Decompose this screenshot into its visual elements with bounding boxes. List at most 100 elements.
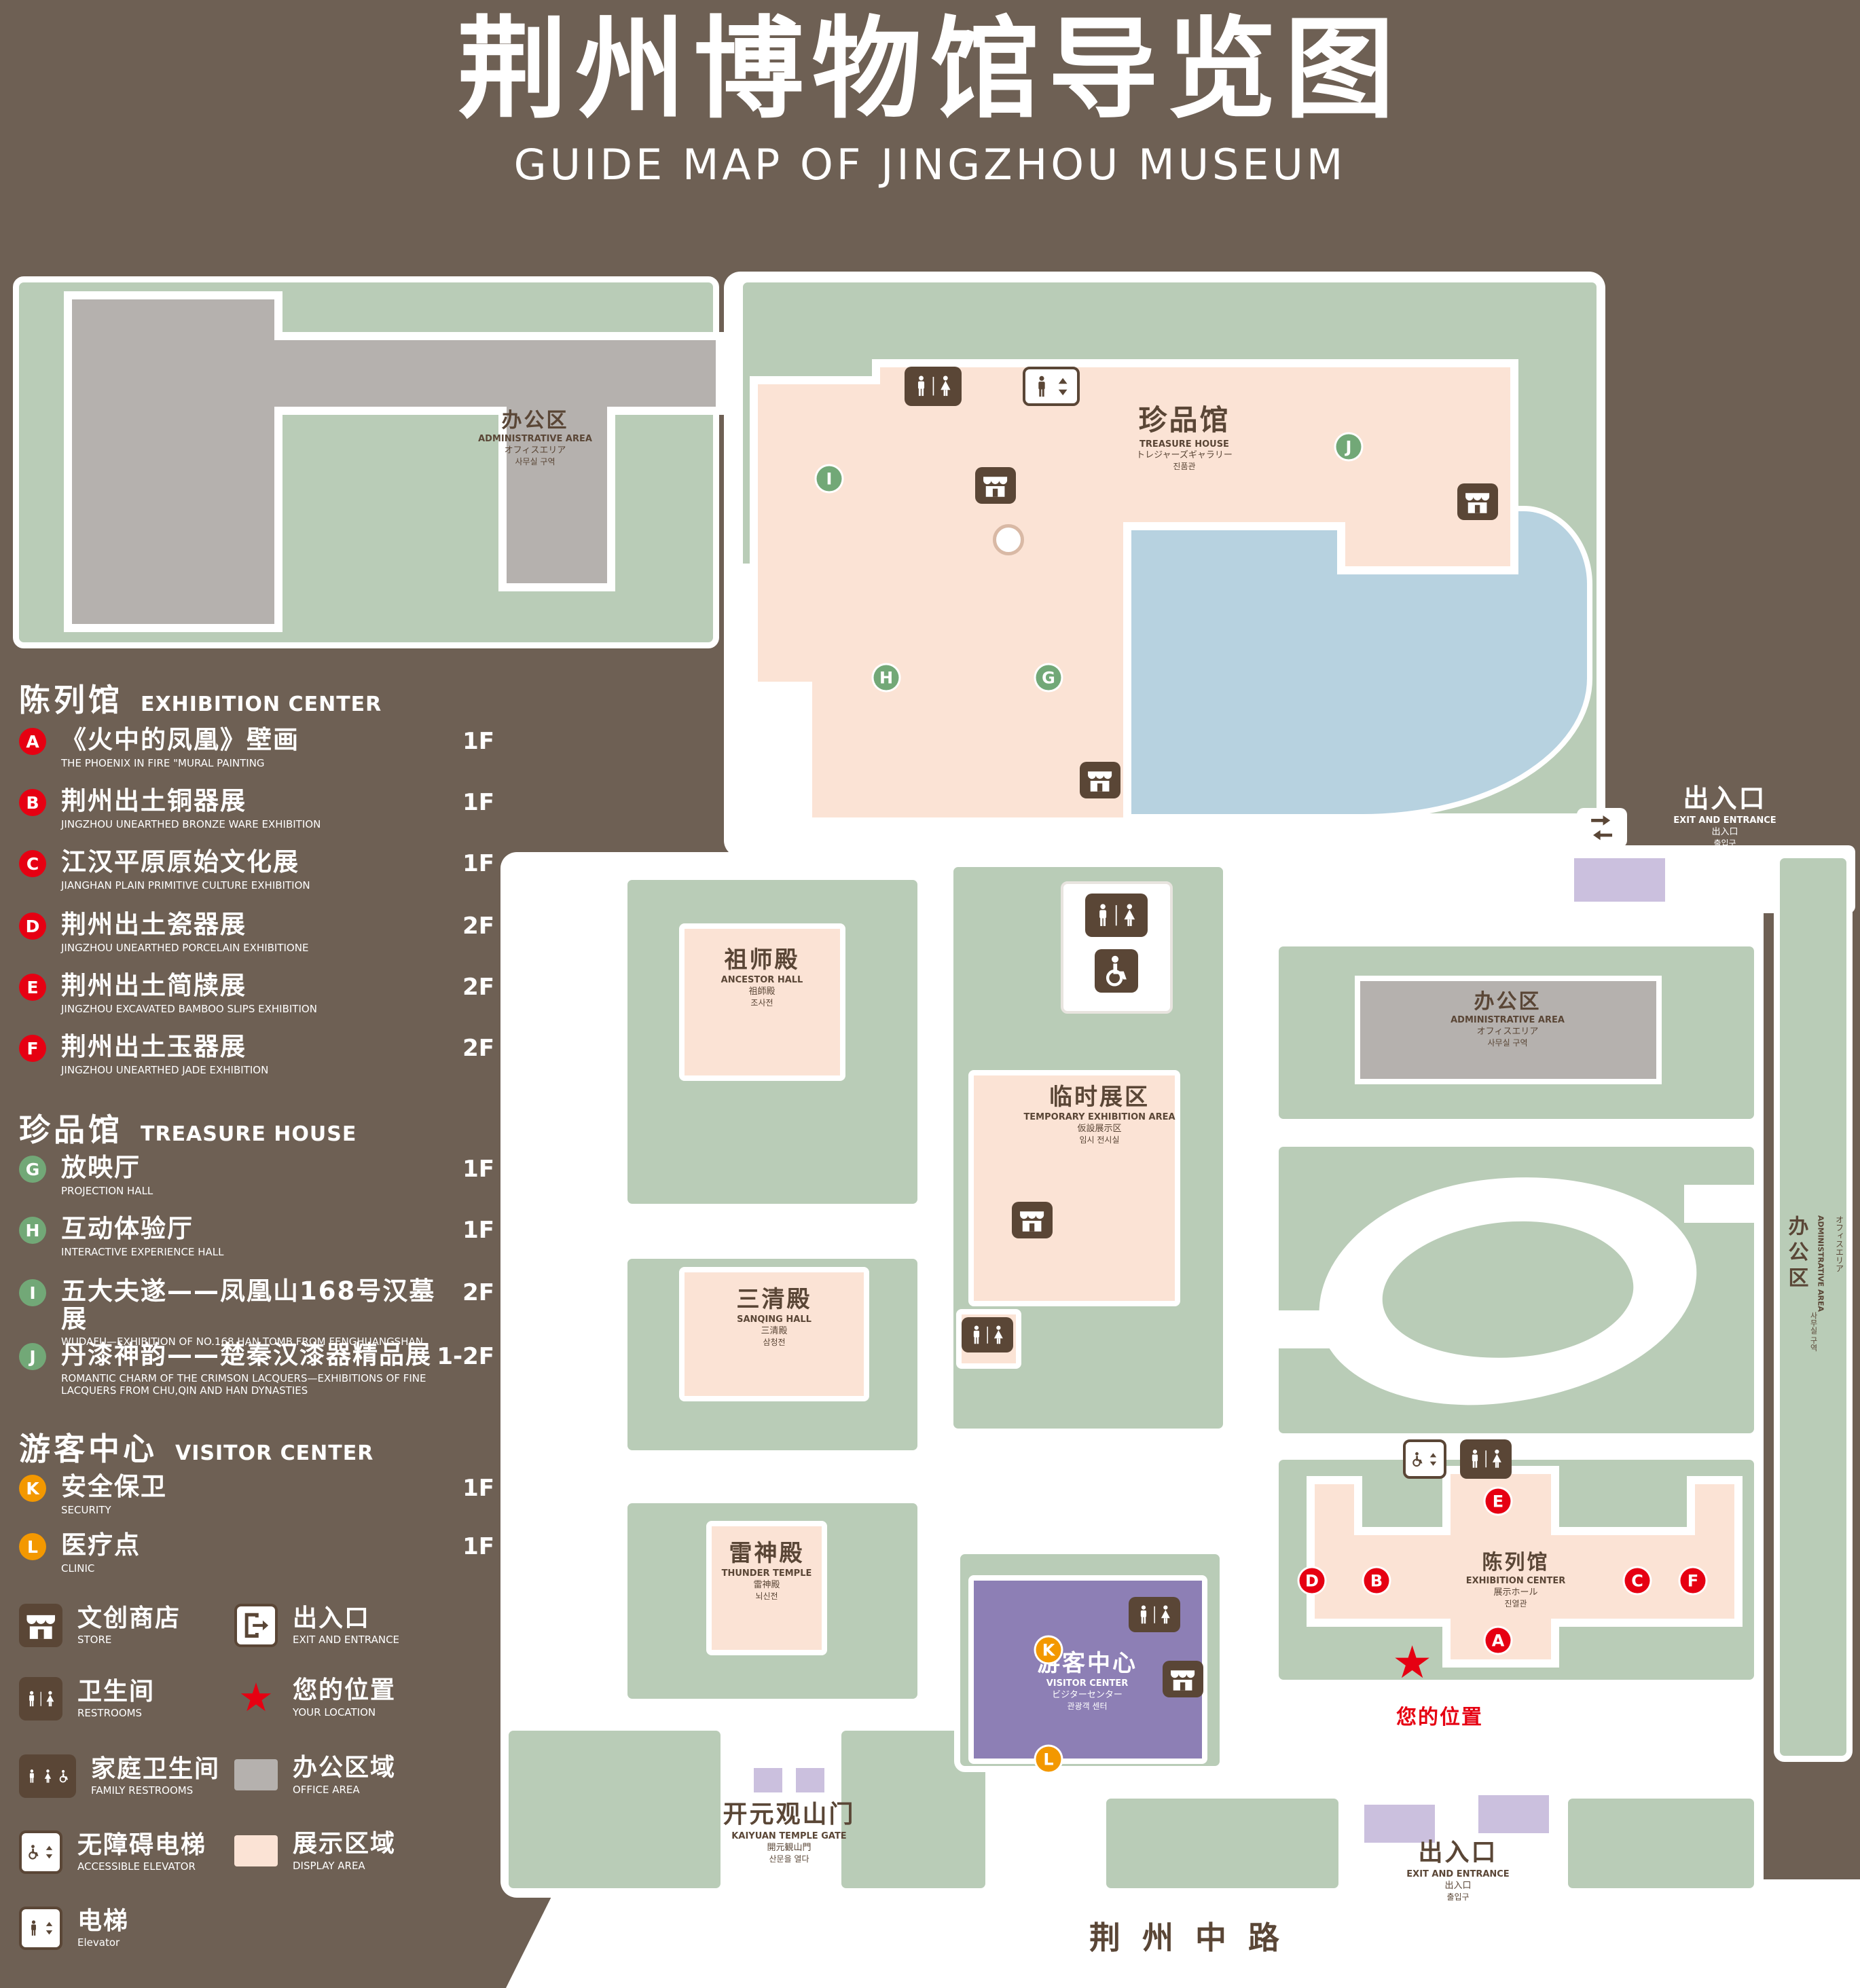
garden-path-stub-east — [1684, 1185, 1760, 1223]
display-area-swatch — [234, 1835, 278, 1867]
store-icon — [975, 467, 1016, 504]
marker-E: E — [1485, 1488, 1511, 1514]
legend-dot-C: C — [19, 850, 46, 877]
store-icon — [1012, 1202, 1053, 1238]
store-icon — [1163, 1661, 1203, 1697]
legend-dot-F: F — [19, 1035, 46, 1062]
building-admin-mid — [1355, 976, 1662, 1084]
store-icon — [1080, 762, 1120, 798]
marker-C: C — [1624, 1568, 1650, 1594]
legend-dot-J: J — [19, 1343, 46, 1370]
building-treasure-house — [750, 359, 1518, 826]
restrooms-icon — [1129, 1597, 1180, 1632]
your-location-label: 您的位置 — [1396, 1706, 1483, 1729]
building-ancestor-hall — [679, 923, 845, 1081]
accessible-elevator-icon — [1403, 1439, 1446, 1479]
gate-pavilion-west — [750, 1764, 786, 1797]
legend-dot-B: B — [19, 789, 46, 816]
building-exhibition-center — [1307, 1466, 1743, 1668]
family-restroom-icon — [1095, 949, 1138, 993]
marker-D: D — [1299, 1568, 1325, 1594]
marker-K: K — [1036, 1637, 1061, 1663]
building-temporary-exhibition — [968, 1070, 1180, 1306]
page-title: 荆州博物馆导览图 — [457, 6, 1403, 134]
legend-dot-I: I — [19, 1279, 46, 1306]
your-location-star-icon: ★ — [1392, 1636, 1433, 1689]
elevator-icon — [1023, 367, 1080, 406]
accessible-elevator-icon — [19, 1830, 62, 1874]
exit-arrows-icon — [1577, 808, 1627, 847]
office-area-swatch — [234, 1759, 278, 1791]
legend-dot-E: E — [19, 974, 46, 1001]
restrooms-icon — [962, 1317, 1013, 1352]
marker-F: F — [1680, 1568, 1706, 1594]
area-admin-east-strip — [1774, 852, 1853, 1762]
restrooms-icon — [905, 367, 962, 406]
garden-path-stub-west — [1273, 1310, 1347, 1348]
area-southwest-lawn — [503, 1725, 727, 1894]
header: 荆州博物馆导览图 GUIDE MAP OF JINGZHOU MUSEUM — [0, 10, 1860, 189]
marker-A: A — [1485, 1627, 1511, 1653]
building-sanqing-hall — [679, 1267, 869, 1401]
legend-dot-H: H — [19, 1217, 46, 1244]
building-thunder-temple — [706, 1521, 827, 1655]
legend-dot-K: K — [19, 1475, 46, 1502]
legend-dot-G: G — [19, 1156, 46, 1183]
marker-J: J — [1336, 434, 1362, 460]
building-admin-northwest — [64, 291, 724, 632]
road-surface — [506, 1879, 1860, 1988]
your-location-star-icon: ★ — [238, 1674, 274, 1721]
restrooms-icon — [19, 1677, 62, 1720]
area-south-lawn-left — [1100, 1792, 1345, 1894]
legend-dot-L: L — [19, 1533, 46, 1560]
building-exit-south-east — [1474, 1791, 1553, 1837]
restrooms-icon — [1085, 894, 1148, 937]
label-road: 荆州中路 — [1089, 1919, 1301, 1956]
fountain — [993, 524, 1024, 555]
marker-L: L — [1036, 1746, 1061, 1772]
marker-G: G — [1036, 665, 1061, 691]
elevator-icon — [19, 1907, 62, 1950]
gate-pavilion-east — [792, 1764, 828, 1797]
marker-H: H — [873, 665, 899, 691]
legend-dot-D: D — [19, 913, 46, 940]
marker-B: B — [1364, 1568, 1389, 1594]
restrooms-icon — [1460, 1439, 1512, 1479]
building-exit-north — [1570, 854, 1669, 906]
marker-I: I — [816, 466, 842, 492]
